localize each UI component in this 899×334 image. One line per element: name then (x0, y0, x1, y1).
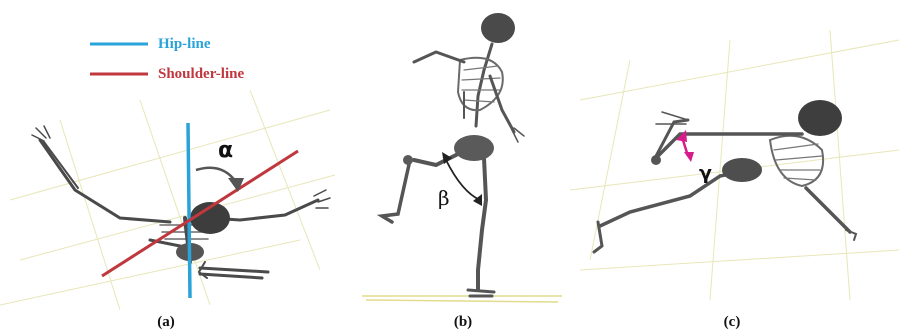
skeleton-figure (382, 44, 524, 296)
shoulder-line-legend-label: Shoulder-line (158, 66, 244, 83)
caption-c: (c) (724, 314, 741, 331)
floor-grid (362, 296, 562, 302)
pelvis-shape (722, 158, 762, 182)
panel-b-drawing (352, 0, 570, 312)
gamma-angle-label: γ (699, 162, 712, 184)
skull-shape (481, 13, 515, 43)
hip-line-legend-label: Hip-line (158, 36, 211, 53)
hip-line (188, 123, 190, 298)
elbow-joint (651, 155, 661, 165)
gamma-marker-head-bottom (684, 152, 694, 162)
skull-shape (798, 100, 842, 136)
panel-b-skeleton-standing (352, 0, 570, 312)
alpha-angle-label: α (218, 138, 233, 163)
beta-arc (446, 160, 480, 200)
floor-grid (0, 90, 335, 310)
caption-b: (b) (454, 314, 472, 331)
knee-joint (403, 155, 413, 165)
caption-a: (a) (157, 314, 175, 331)
beta-angle-label: β (438, 186, 450, 210)
panel-c-drawing (570, 0, 899, 312)
pelvis-shape (454, 135, 494, 161)
panel-c-skeleton-crouched (570, 0, 899, 312)
